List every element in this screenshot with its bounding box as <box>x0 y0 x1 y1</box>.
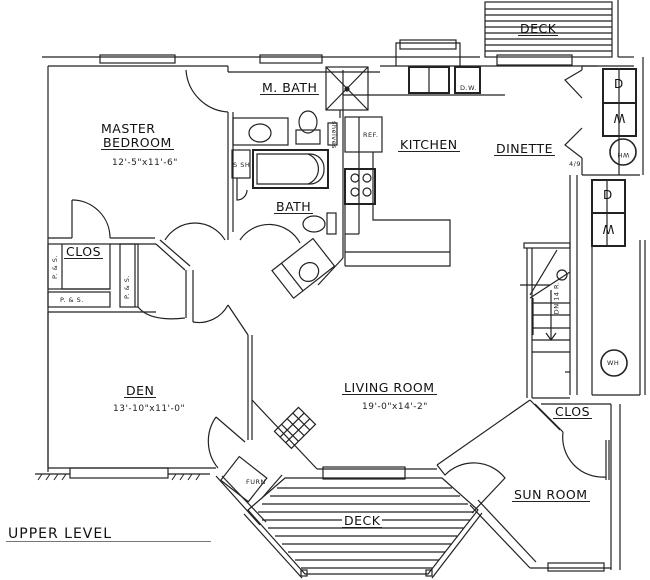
closet-area <box>47 239 191 320</box>
dinette-label: DINETTE <box>494 141 556 156</box>
top-deck <box>484 0 634 58</box>
pole-shelf-2-label: P. & S. <box>60 296 84 304</box>
refrigerator-label: REF. <box>363 131 379 139</box>
master-bedroom-walls <box>48 69 234 240</box>
water-heater-2-label: WH <box>607 359 620 367</box>
den-dimensions: 13'-10"x11'-0" <box>113 404 186 414</box>
fireplace-furnace <box>207 399 318 526</box>
living-room-label: LIVING ROOM <box>342 380 437 395</box>
stairs <box>520 242 571 399</box>
dryer-1-label: D <box>614 77 624 91</box>
bath-label: BATH <box>274 199 314 214</box>
laundry-area <box>564 57 646 396</box>
hallway-walls <box>164 222 301 440</box>
plan-title: UPPER LEVEL <box>8 526 113 542</box>
master-bath <box>232 66 369 146</box>
top-deck-label: DECK <box>518 21 559 36</box>
washer-1-label: W <box>613 111 626 125</box>
bottom-deck-label: DECK <box>342 513 383 528</box>
dishwasher-label: D.W. <box>460 84 477 92</box>
master-bath-label: M. BATH <box>260 80 320 95</box>
kitchen-label: KITCHEN <box>398 137 460 152</box>
stairs-label: DN 14 R. <box>552 281 561 315</box>
small-shelf-label: S SH <box>233 161 251 169</box>
master-bedroom-label-line1: MASTER <box>101 121 156 136</box>
furnace-label: FURN <box>246 478 266 486</box>
washer-2-label: W <box>602 222 615 236</box>
bottom-deck <box>243 466 483 579</box>
title-underline <box>6 541 211 542</box>
bedroom-closet-label: CLOS <box>64 244 104 259</box>
kitchen-cabinets <box>342 66 505 267</box>
water-heater-1-label: WH <box>617 151 630 159</box>
sunroom-walls <box>436 399 621 572</box>
pole-shelf-3-label: P. & S. <box>122 275 131 299</box>
bath-area <box>231 149 344 300</box>
living-room-dimensions: 19'-0"x14'-2" <box>362 402 428 412</box>
shelves-label: shelves <box>330 120 339 150</box>
sunroom-closet-label: CLOS <box>553 404 593 419</box>
den-walls <box>35 312 216 481</box>
master-bedroom-label-line2: BEDROOM <box>101 135 174 150</box>
den-label: DEN <box>124 383 157 398</box>
sun-room-label: SUN ROOM <box>512 487 590 502</box>
small-note-label: 4/9 <box>569 160 581 168</box>
master-bedroom-dimensions: 12'-5"x11'-6" <box>112 158 178 168</box>
dryer-2-label: D <box>603 188 613 202</box>
pole-shelf-1-label: P. & S. <box>50 255 59 279</box>
